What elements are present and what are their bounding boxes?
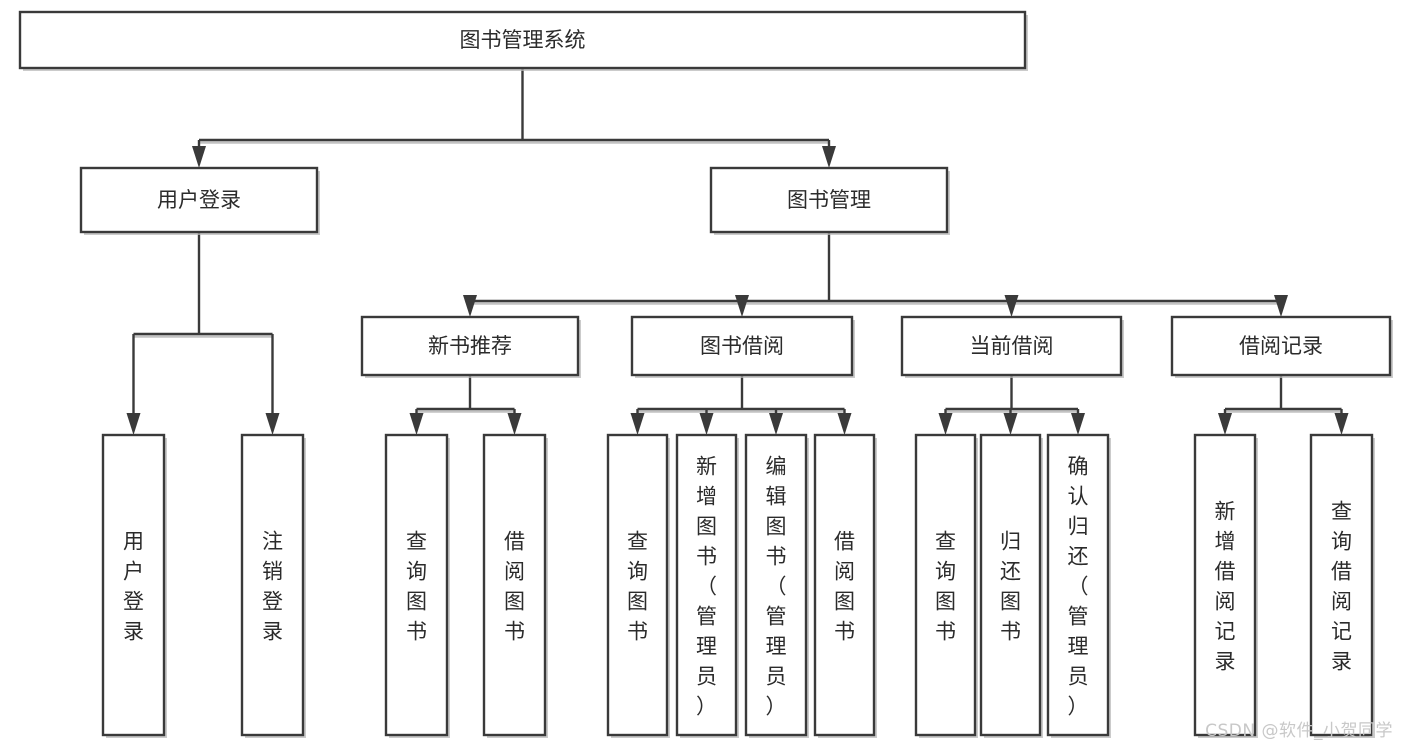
arrow-head-icon <box>837 413 852 435</box>
node-label: 借阅图书 <box>834 529 855 643</box>
node-box[interactable] <box>1170 315 1392 377</box>
node-label: 归还图书 <box>1000 529 1021 643</box>
node-layer: 图书管理系统用户登录图书管理新书推荐图书借阅当前借阅借阅记录用户登录注销登录查询… <box>18 10 1393 738</box>
node-borrow-record[interactable]: 借阅记录 <box>1170 315 1393 378</box>
node-box[interactable] <box>1309 433 1374 737</box>
node-new-book-rec[interactable]: 新书推荐 <box>360 315 581 378</box>
connector-root <box>192 68 836 168</box>
arrow-head-icon <box>265 413 280 435</box>
node-box[interactable] <box>79 166 319 234</box>
node-label: 查询图书 <box>627 529 648 643</box>
node-box[interactable] <box>101 433 166 737</box>
connector-book-borrow <box>630 375 852 435</box>
node-box[interactable] <box>1193 433 1257 737</box>
node-leaf-logout[interactable]: 注销登录 <box>240 433 306 738</box>
arrow-head-icon <box>699 413 714 435</box>
node-leaf-query-book-1[interactable]: 查询图书 <box>384 433 450 738</box>
node-label: 注销登录 <box>262 529 283 643</box>
arrow-head-icon <box>1003 413 1018 435</box>
node-label: 图书借阅 <box>700 334 784 358</box>
node-label: 借阅图书 <box>504 529 525 643</box>
node-box[interactable] <box>360 315 580 377</box>
node-label: 查询图书 <box>935 529 956 643</box>
arrow-head-icon <box>126 413 141 435</box>
arrow-head-icon <box>409 413 424 435</box>
node-box[interactable] <box>18 10 1027 70</box>
arrow-head-icon <box>735 295 749 317</box>
arrow-head-icon <box>192 146 206 168</box>
arrow-head-icon <box>1274 295 1288 317</box>
node-leaf-borrow-book-2[interactable]: 借阅图书 <box>813 433 877 738</box>
node-root[interactable]: 图书管理系统 <box>18 10 1028 71</box>
arrow-head-icon <box>1218 413 1232 435</box>
node-book-manage[interactable]: 图书管理 <box>709 166 950 235</box>
arrow-head-icon <box>1071 413 1085 435</box>
node-label: 图书管理 <box>787 188 871 212</box>
connector-user-login <box>126 232 280 435</box>
node-box[interactable] <box>606 433 669 737</box>
node-label: 借阅记录 <box>1239 334 1323 358</box>
node-leaf-add-record[interactable]: 新增借阅记录 <box>1193 433 1258 738</box>
node-label: 用户登录 <box>123 529 144 643</box>
node-box[interactable] <box>630 315 854 377</box>
arrow-head-icon <box>463 295 477 317</box>
node-leaf-query-book-3[interactable]: 查询图书 <box>914 433 978 738</box>
arrow-head-icon <box>822 146 836 168</box>
watermark-label: CSDN @软件_小贺同学 <box>1205 721 1393 741</box>
node-label: 查询借阅记录 <box>1331 499 1352 673</box>
node-box[interactable] <box>979 433 1042 737</box>
node-book-borrow[interactable]: 图书借阅 <box>630 315 855 378</box>
arrow-head-icon <box>630 413 645 435</box>
node-box[interactable] <box>914 433 977 737</box>
node-label: 新书推荐 <box>428 334 512 358</box>
node-current-borrow[interactable]: 当前借阅 <box>900 315 1124 378</box>
arrow-head-icon <box>1334 413 1349 435</box>
arrow-head-icon <box>769 413 783 435</box>
node-label: 新增借阅记录 <box>1215 499 1236 673</box>
connector-new-book-rec <box>409 375 522 435</box>
node-leaf-return-book[interactable]: 归还图书 <box>979 433 1043 738</box>
connector-layer <box>126 68 1349 435</box>
node-box[interactable] <box>240 433 305 737</box>
node-box[interactable] <box>482 433 547 737</box>
node-leaf-query-book-2[interactable]: 查询图书 <box>606 433 670 738</box>
node-label: 编辑图书（管理员） <box>766 454 787 718</box>
node-label: 确认归还（管理员） <box>1068 454 1089 718</box>
node-box[interactable] <box>709 166 949 234</box>
arrow-head-icon <box>507 413 522 435</box>
node-label: 用户登录 <box>157 188 241 212</box>
node-box[interactable] <box>384 433 449 737</box>
node-label: 图书管理系统 <box>460 28 586 52</box>
node-box[interactable] <box>813 433 876 737</box>
node-label: 新增图书（管理员） <box>696 454 717 718</box>
arrow-head-icon <box>1004 295 1019 317</box>
node-user-login[interactable]: 用户登录 <box>79 166 320 235</box>
node-leaf-borrow-book-1[interactable]: 借阅图书 <box>482 433 548 738</box>
node-leaf-user-login[interactable]: 用户登录 <box>101 433 167 738</box>
node-leaf-confirm-return[interactable]: 确认归还（管理员） <box>1046 433 1111 738</box>
node-box[interactable] <box>900 315 1123 377</box>
connector-current-borrow <box>938 375 1085 435</box>
connector-book-manage <box>463 232 1288 317</box>
node-leaf-add-book[interactable]: 新增图书（管理员） <box>675 433 739 738</box>
node-box[interactable] <box>675 433 738 737</box>
node-label: 查询图书 <box>406 529 427 643</box>
arrow-head-icon <box>938 413 953 435</box>
node-box[interactable] <box>744 433 808 737</box>
node-label: 当前借阅 <box>970 334 1054 358</box>
node-leaf-query-record[interactable]: 查询借阅记录 <box>1309 433 1375 738</box>
connector-borrow-record <box>1218 375 1349 435</box>
node-leaf-edit-book[interactable]: 编辑图书（管理员） <box>744 433 809 738</box>
node-box[interactable] <box>1046 433 1110 737</box>
